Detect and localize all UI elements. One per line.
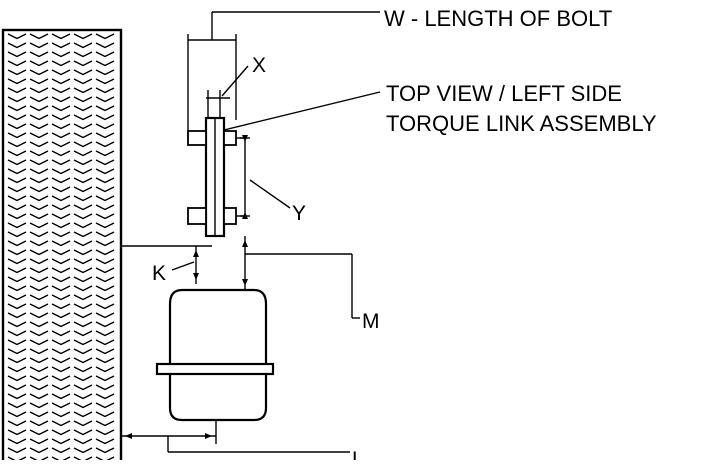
chamber-body bbox=[168, 288, 268, 422]
chamber-clamp-band bbox=[155, 362, 275, 376]
label-l: L bbox=[352, 448, 364, 460]
label-view-title-line1: TOP VIEW / LEFT SIDE bbox=[386, 81, 622, 106]
bolt-length-dimension bbox=[187, 11, 380, 140]
bottom-bolt-nut bbox=[223, 207, 237, 225]
l-dimension bbox=[121, 420, 350, 453]
top-bolt-head bbox=[187, 130, 207, 146]
view-title-leader bbox=[223, 91, 381, 131]
x-dimension bbox=[206, 65, 249, 118]
torque-link-assembly bbox=[187, 116, 246, 238]
tire bbox=[1, 28, 123, 464]
m-dimension bbox=[242, 236, 360, 319]
label-k: K bbox=[152, 262, 166, 285]
tire-tread-pattern bbox=[7, 33, 115, 463]
bottom-bolt-head bbox=[187, 207, 207, 225]
y-dimension bbox=[240, 135, 291, 219]
label-view-title-line2: TORQUE LINK ASSEMBLY bbox=[386, 111, 657, 136]
label-m: M bbox=[362, 310, 380, 333]
air-chamber bbox=[155, 288, 275, 422]
label-w-bolt-length: W - LENGTH OF BOLT bbox=[384, 6, 612, 31]
k-dimension bbox=[121, 245, 212, 284]
label-y: Y bbox=[292, 202, 306, 225]
label-x: X bbox=[252, 54, 266, 77]
top-bolt-nut bbox=[223, 130, 237, 146]
